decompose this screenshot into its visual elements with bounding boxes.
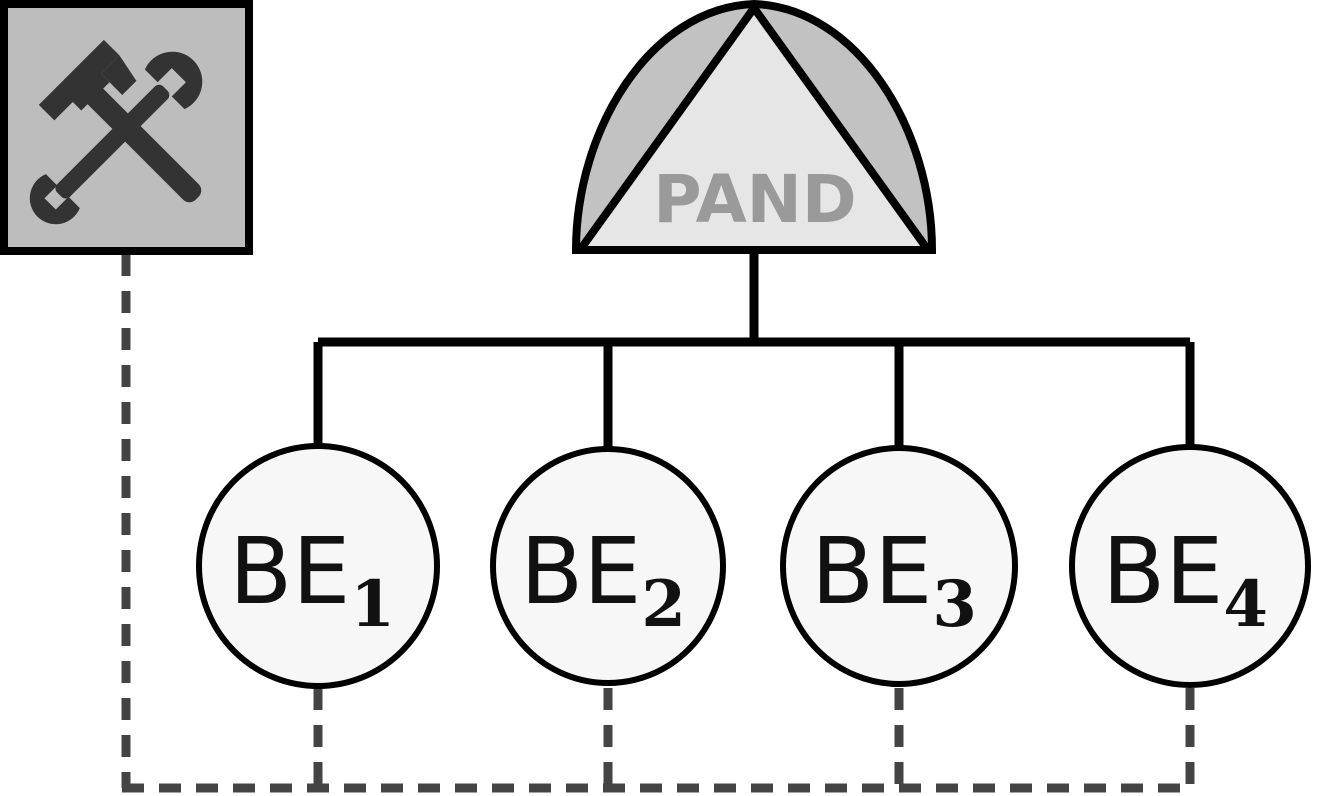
basic-event-3-label: BE3: [811, 518, 977, 642]
basic-event-1[interactable]: BE1: [196, 443, 440, 689]
basic-event-3-name: BE: [811, 518, 932, 625]
basic-event-4[interactable]: BE4: [1069, 444, 1311, 688]
pand-gate-triangle: [572, 1, 936, 254]
basic-event-1-circle: [196, 443, 440, 689]
basic-event-3[interactable]: BE3: [780, 445, 1018, 687]
basic-event-1-index: 1: [350, 567, 395, 642]
basic-event-4-label: BE4: [1102, 518, 1268, 642]
repair-connections: [121, 254, 1195, 793]
basic-event-2-index: 2: [641, 567, 686, 642]
basic-event-4-index: 4: [1223, 567, 1268, 642]
pand-gate-label: PAND: [653, 161, 856, 238]
tree-connections: [313, 250, 1195, 450]
basic-event-2[interactable]: BE2: [490, 446, 726, 686]
basic-event-4-circle: [1069, 444, 1311, 688]
basic-event-1-label: BE1: [229, 518, 395, 642]
basic-event-3-circle: [780, 445, 1018, 687]
basic-event-1-name: BE: [229, 518, 350, 625]
basic-event-2-circle: [490, 446, 726, 686]
basic-event-4-name: BE: [1102, 518, 1223, 625]
basic-event-3-index: 3: [932, 567, 977, 642]
repair-unit[interactable]: [0, 0, 253, 255]
pand-gate[interactable]: PAND: [571, 0, 937, 254]
basic-event-2-name: BE: [520, 518, 641, 625]
basic-event-2-label: BE2: [520, 518, 686, 642]
